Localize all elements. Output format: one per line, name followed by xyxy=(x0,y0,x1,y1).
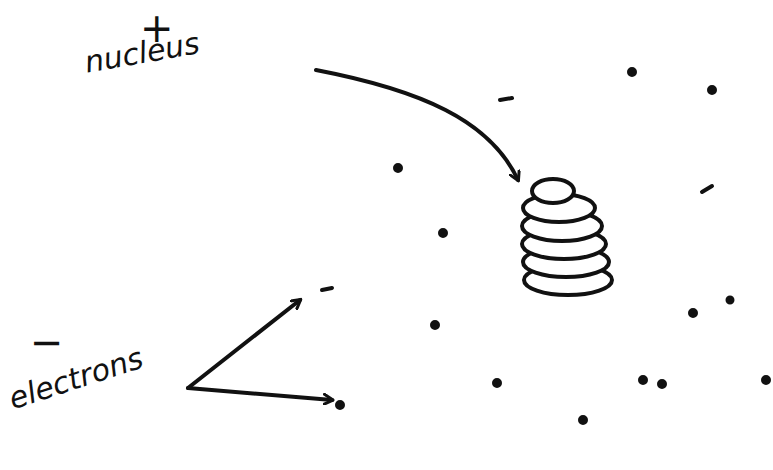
part-label: electrons xyxy=(5,343,146,414)
electron-dots xyxy=(322,69,769,423)
leader-arrow xyxy=(316,70,518,180)
leader-arrow xyxy=(188,388,332,400)
nucleus-stack xyxy=(522,179,612,295)
leader-arrow xyxy=(188,300,300,388)
charge-sign: − xyxy=(30,322,64,362)
part-label: nucleus xyxy=(82,28,201,78)
